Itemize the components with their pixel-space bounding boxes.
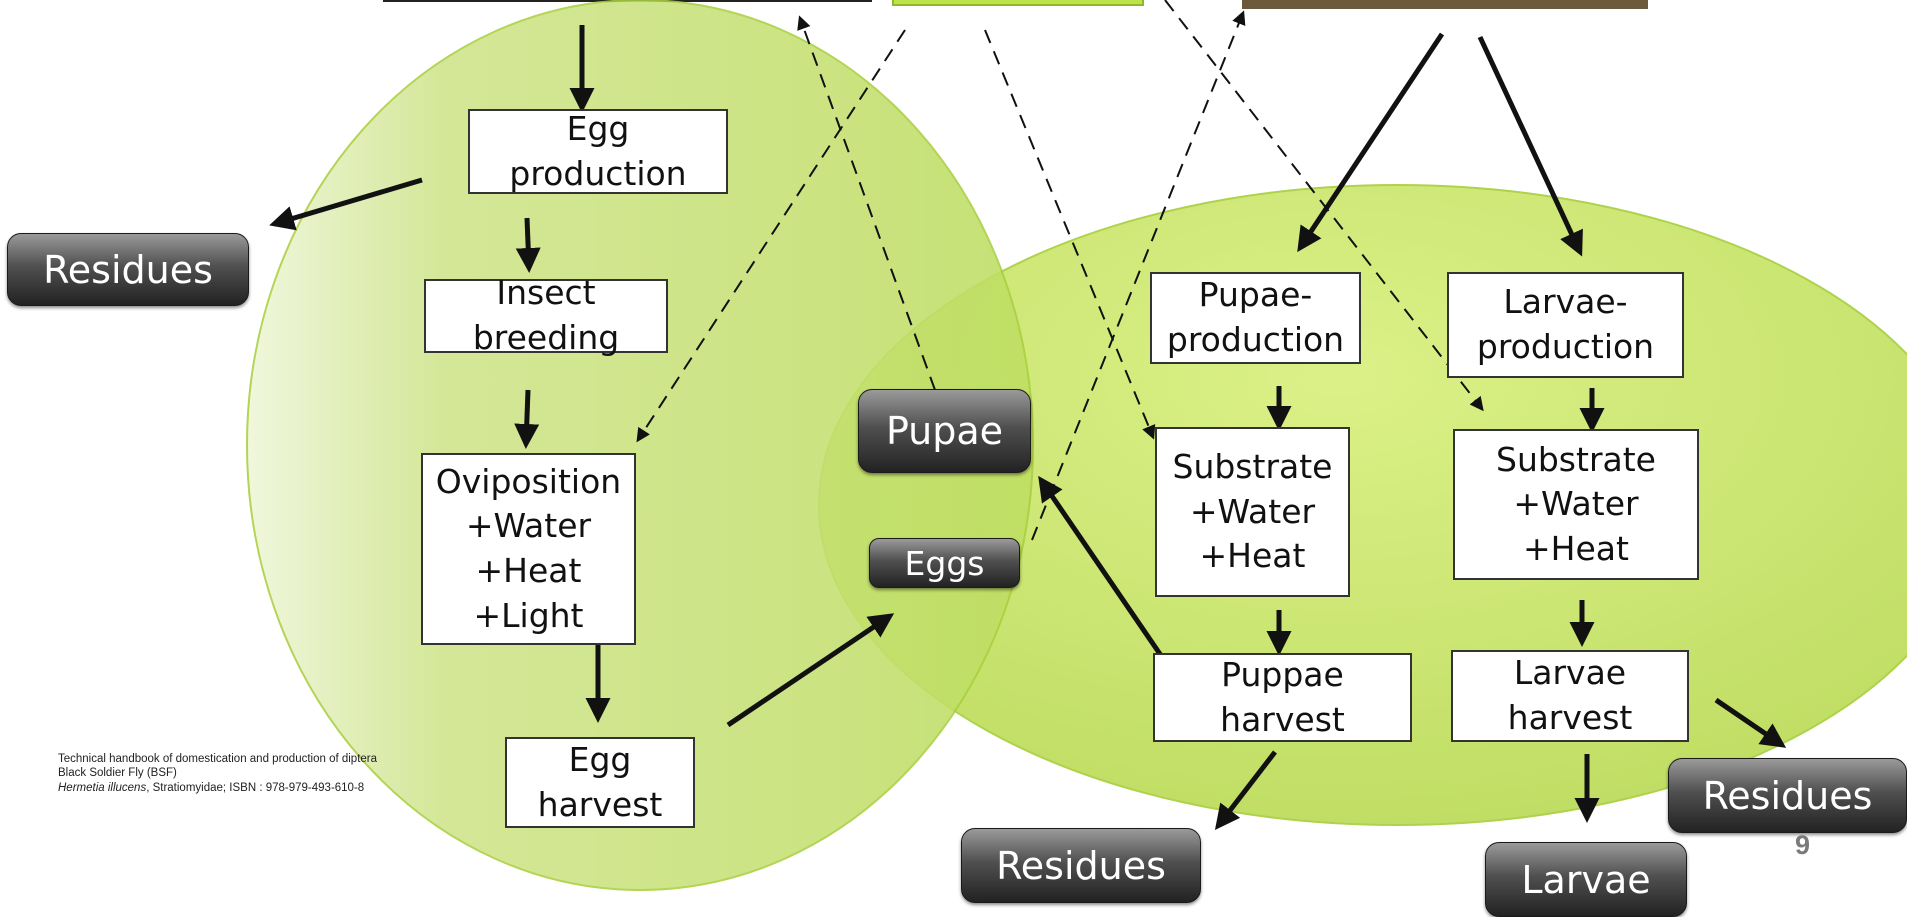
pupae-pill: Pupae xyxy=(858,389,1031,473)
substrate-larvae-box: Substrate +Water +Heat xyxy=(1453,429,1699,580)
arrow-egg-harvest-to-eggs xyxy=(726,613,895,728)
top-photo-strip xyxy=(1242,0,1648,9)
citation-species: Hermetia illucens xyxy=(58,781,147,794)
residues-bottom-pill: Residues xyxy=(961,828,1201,903)
residues-left-pill: Residues xyxy=(7,233,249,306)
puppae-harvest-box: Puppae harvest xyxy=(1153,653,1412,742)
egg-production-box: Egg production xyxy=(468,109,728,194)
arrow-larvae-harvest-to-residues xyxy=(1714,697,1787,748)
citation-line1: Technical handbook of domestication and … xyxy=(58,753,378,780)
dashed-arrow-eggs-up xyxy=(1031,10,1246,541)
arrow-breeding-to-oviposition xyxy=(514,389,540,449)
larvae-production-box: Larvae- production xyxy=(1447,272,1684,378)
arrow-egg-to-insect-breeding xyxy=(515,217,541,273)
larvae-harvest-box: Larvae harvest xyxy=(1451,650,1689,742)
larvae-pill: Larvae xyxy=(1485,842,1687,917)
dashed-arrow-top-to-oviposition xyxy=(636,29,906,443)
page-number: 9 xyxy=(1795,830,1811,860)
dashed-arrow-to-larvae-production xyxy=(1164,0,1484,412)
citation-line2: , Stratiomyidae; ISBN : 978-979-493-610-… xyxy=(146,781,365,794)
arrow-into-pupae-production xyxy=(1297,32,1445,253)
citation: Technical handbook of domestication and … xyxy=(58,752,388,795)
arrow-into-larvae-production xyxy=(1477,35,1583,257)
dashed-arrow-to-substrate-pupae xyxy=(984,29,1156,440)
insect-breeding-box: Insect breeding xyxy=(424,273,668,357)
substrate-pupae-box: Substrate +Water +Heat xyxy=(1155,427,1350,597)
top-green-box xyxy=(892,0,1144,6)
dashed-arrow-pupae-up xyxy=(797,15,936,391)
arrow-egg-production-to-residues xyxy=(269,177,423,231)
arrow-puppae-harvest-to-pupae xyxy=(1038,475,1165,659)
arrow-puppae-harvest-to-residues xyxy=(1214,750,1277,830)
eggs-pill: Eggs xyxy=(869,538,1020,588)
residues-right-pill: Residues xyxy=(1668,758,1907,833)
egg-harvest-box: Egg harvest xyxy=(505,737,695,828)
pupae-production-box: Pupae- production xyxy=(1150,272,1361,364)
egg-production-circle xyxy=(246,0,1034,891)
oviposition-box: Oviposition +Water +Heat +Light xyxy=(421,453,636,645)
